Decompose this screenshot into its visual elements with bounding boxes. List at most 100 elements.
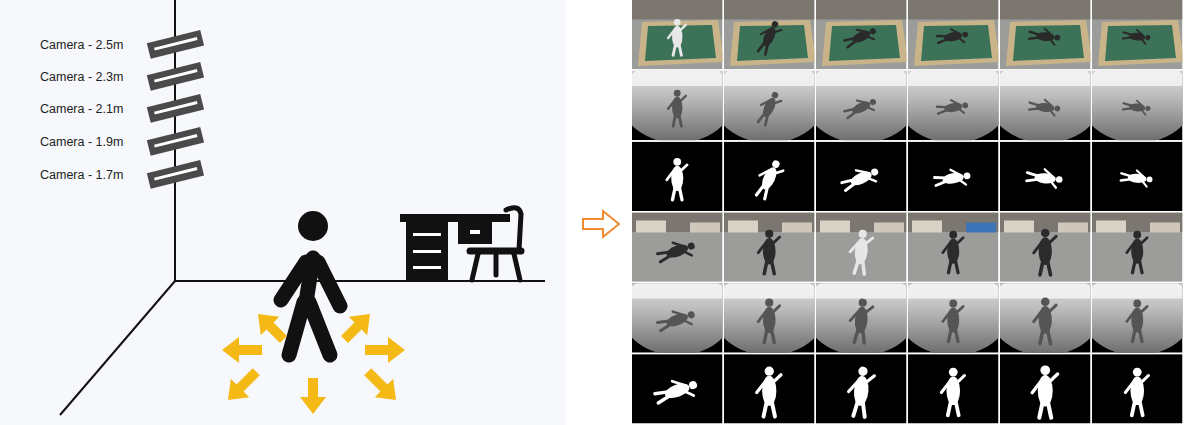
silhouette-arm	[856, 167, 866, 176]
depth-near-band	[816, 283, 907, 298]
photo-desk	[1096, 220, 1126, 232]
silhouette-leg	[948, 329, 951, 342]
silhouette-arm	[673, 240, 683, 249]
silhouette-arm	[868, 106, 874, 112]
silhouette-head	[1145, 106, 1150, 111]
silhouette-arm	[1034, 243, 1042, 253]
photo-desk	[912, 220, 942, 232]
silhouette-leg	[1040, 261, 1043, 275]
grid-cell	[816, 71, 907, 140]
silhouette-arm	[775, 28, 782, 35]
silhouette-head	[1133, 231, 1141, 239]
silhouette-arm	[757, 382, 765, 393]
silhouette-arm	[1050, 111, 1055, 116]
photo-desk	[820, 220, 850, 232]
photo-furniture	[632, 212, 723, 231]
silhouette-head	[1040, 365, 1050, 375]
silhouette-arm	[1141, 306, 1147, 312]
silhouette-arm	[1127, 244, 1134, 253]
photo-floor	[908, 212, 999, 281]
silhouette-head	[771, 20, 780, 29]
silhouette-leg	[854, 260, 858, 273]
silhouette-head	[1054, 105, 1060, 111]
person-icon	[281, 211, 340, 355]
silhouette-leg	[1132, 401, 1135, 415]
grid-cell	[1092, 142, 1183, 211]
silhouette-arm	[761, 27, 769, 36]
silhouette-arm	[950, 168, 959, 175]
person-silhouette	[1034, 229, 1056, 275]
silhouette-arm	[1049, 236, 1056, 243]
chair-leg	[494, 254, 499, 275]
silhouette-arm	[957, 376, 964, 383]
grid-cell	[724, 212, 815, 281]
silhouette-arm	[1136, 170, 1143, 176]
silhouette-leg	[948, 401, 951, 415]
silhouette-leg	[763, 44, 769, 54]
mask-background	[1000, 354, 1091, 423]
silhouette-leg	[938, 39, 947, 43]
silhouette-leg	[1123, 108, 1131, 110]
image-grid	[621, 0, 1184, 423]
silhouette-arm	[668, 30, 674, 38]
drawer-line	[413, 233, 441, 236]
silhouette-arm	[773, 237, 780, 243]
desk-top	[400, 214, 510, 222]
camera-height-label: Camera - 1.7m	[40, 168, 123, 182]
photo-mat	[921, 25, 992, 61]
silhouette-leg	[861, 402, 866, 417]
silhouette-head	[962, 102, 969, 109]
depth-field	[816, 283, 907, 352]
silhouette-leg	[844, 36, 854, 42]
grid-cell	[816, 354, 907, 423]
silhouette-leg	[1027, 179, 1038, 182]
depth-near-band	[816, 71, 907, 86]
silhouette-arm	[1050, 40, 1055, 45]
silhouette-arm	[959, 108, 964, 113]
person-silhouette	[847, 366, 876, 418]
silhouette-head	[869, 27, 877, 35]
silhouette-arm	[673, 309, 683, 318]
silhouette-arm	[1141, 238, 1147, 244]
silhouette-head	[949, 368, 958, 377]
silhouette-leg	[771, 329, 774, 342]
depth-near-band	[908, 71, 999, 86]
silhouette-head	[949, 231, 957, 239]
person-silhouette	[943, 231, 963, 273]
silhouette-leg	[758, 42, 764, 52]
silhouette-arm	[849, 381, 858, 392]
person-silhouette	[1120, 169, 1153, 187]
grid-cell	[632, 142, 723, 211]
photo-mat-border	[730, 20, 815, 66]
desk-drawer	[458, 222, 492, 244]
silhouette-leg	[1132, 329, 1135, 342]
camera-height-label: Camera - 2.1m	[40, 102, 123, 116]
person-silhouette	[668, 19, 686, 55]
camera-body	[147, 30, 204, 59]
silhouette-head	[688, 380, 698, 390]
floor-side-line	[60, 281, 175, 415]
silhouette-head	[771, 159, 781, 169]
silhouette-arm	[1034, 312, 1042, 322]
silhouette-leg	[679, 44, 681, 55]
person-silhouette	[848, 229, 873, 275]
mask-background	[1092, 142, 1183, 211]
silhouette-arm	[680, 25, 685, 30]
camera-stripe	[154, 167, 197, 181]
silhouette-arm	[857, 98, 866, 106]
silhouette-arm	[1050, 374, 1058, 381]
silhouette-leg	[935, 181, 946, 185]
photo-desk	[690, 222, 720, 232]
photo-mat	[737, 25, 808, 61]
silhouette-head	[858, 298, 867, 307]
silhouette-arm	[951, 28, 958, 34]
person-silhouette	[667, 158, 687, 200]
silhouette-leg	[1121, 173, 1131, 176]
floor-back-line	[175, 280, 545, 282]
silhouette-leg	[938, 110, 947, 114]
direction-arrow	[365, 337, 405, 363]
silhouette-leg	[771, 261, 774, 274]
person-silhouette	[1127, 231, 1147, 273]
person-silhouette	[656, 305, 698, 335]
depth-field	[724, 283, 815, 352]
